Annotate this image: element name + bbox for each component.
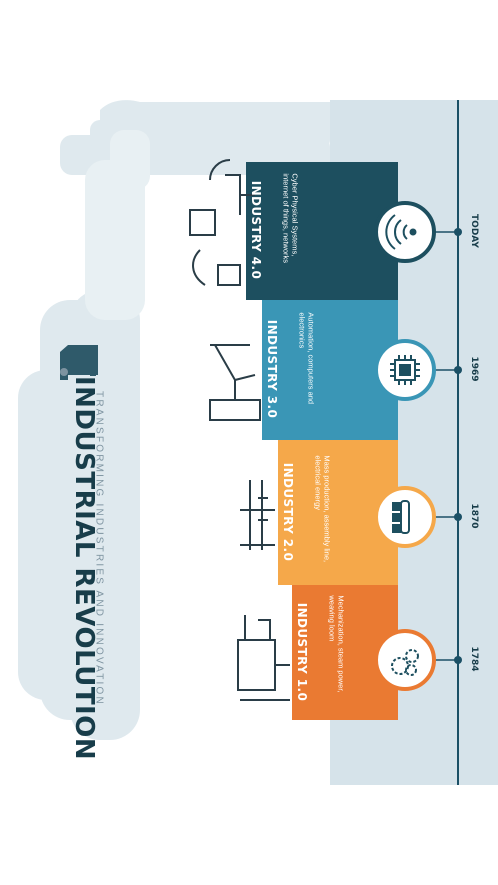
timeline-dot xyxy=(454,513,462,521)
timeline-year: TODAY xyxy=(469,214,479,248)
stage-description: Automation, computers and electronics xyxy=(297,312,316,405)
stage-title: INDUSTRY 1.0 xyxy=(295,602,309,701)
stage-description: Mass production, assembly line, electric… xyxy=(313,454,332,562)
cloud-shapes xyxy=(18,100,330,740)
factory-icon xyxy=(60,345,98,380)
wifi-icon xyxy=(385,214,417,250)
page-subtitle: TRANSFORMING INDUSTRIES AND INNOVATION xyxy=(93,391,105,706)
icon-circle xyxy=(374,201,436,263)
timeline-year: 1969 xyxy=(469,356,479,382)
timeline-year: 1784 xyxy=(469,646,479,672)
stage-card-background xyxy=(246,162,398,300)
stage-title: INDUSTRY 3.0 xyxy=(265,319,279,419)
gears-icon xyxy=(391,649,419,676)
steam-engine-icon xyxy=(237,615,290,701)
chip-icon xyxy=(390,355,420,385)
timeline-year: 1870 xyxy=(469,503,479,529)
stage-card-2 xyxy=(278,440,462,585)
stage-card-1 xyxy=(292,585,462,720)
timeline-dot xyxy=(454,228,462,236)
stage-title: INDUSTRY 4.0 xyxy=(249,180,263,280)
stage-title: INDUSTRY 2.0 xyxy=(281,462,295,561)
stage-card-3 xyxy=(262,300,462,440)
stage-card-4 xyxy=(246,162,462,300)
stage-description: Cyber Physical Systems, internet of thin… xyxy=(281,173,300,264)
conveyor-icon xyxy=(392,500,410,534)
smart-factory-icon xyxy=(189,159,255,286)
assembly-line-icon xyxy=(240,480,275,550)
timeline-dot xyxy=(454,366,462,374)
timeline-dot xyxy=(454,656,462,664)
robot-arm-icon xyxy=(209,344,261,421)
icon-circle xyxy=(374,486,436,548)
machine-illustrations xyxy=(189,159,290,701)
stage-description: Mechanization, steam power, weaving loom xyxy=(327,594,346,693)
